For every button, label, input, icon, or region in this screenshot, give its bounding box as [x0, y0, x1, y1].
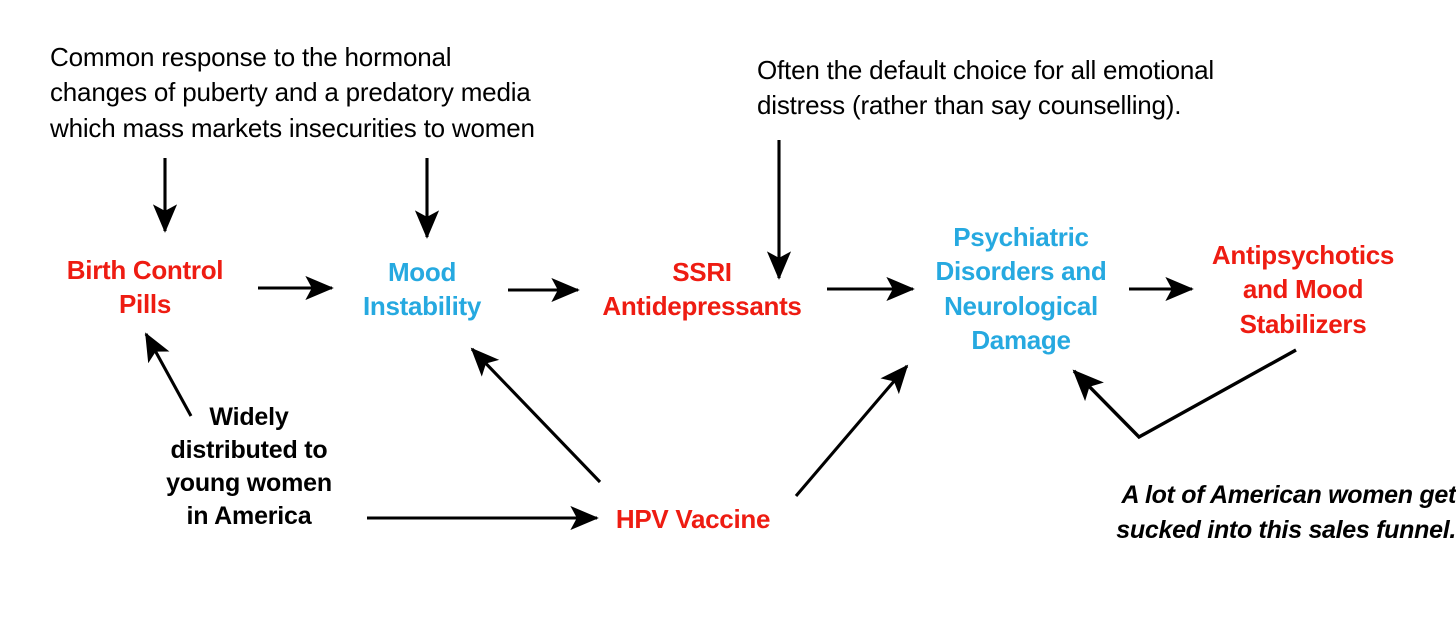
arrow-hpv-to-psychiatric	[794, 364, 909, 498]
annotation-sales-funnel-note: A lot of American women get sucked into …	[1116, 481, 1456, 544]
annotation-widely-distributed-note: Widely distributed to young women in Ame…	[166, 403, 332, 530]
node-hpv-vaccine: HPV Vaccine	[615, 504, 771, 534]
node-mood-instability: Mood Instability	[362, 257, 482, 322]
arrow-hpv-to-mood	[470, 347, 602, 484]
node-birth-control-pills: Birth Control Pills	[66, 255, 224, 320]
annotation-default-choice-note: Often the default choice for all emotion…	[757, 55, 1214, 121]
annotation-puberty-note: Common response to the hormonal changes …	[50, 42, 535, 143]
node-antipsychotics: Antipsychotics and Mood Stabilizers	[1211, 240, 1395, 339]
arrow-funnel-to-psychiatric	[1072, 348, 1297, 440]
node-psychiatric-disorders: Psychiatric Disorders and Neurological D…	[935, 222, 1107, 355]
node-ssri-antidepressants: SSRI Antidepressants	[602, 257, 802, 322]
